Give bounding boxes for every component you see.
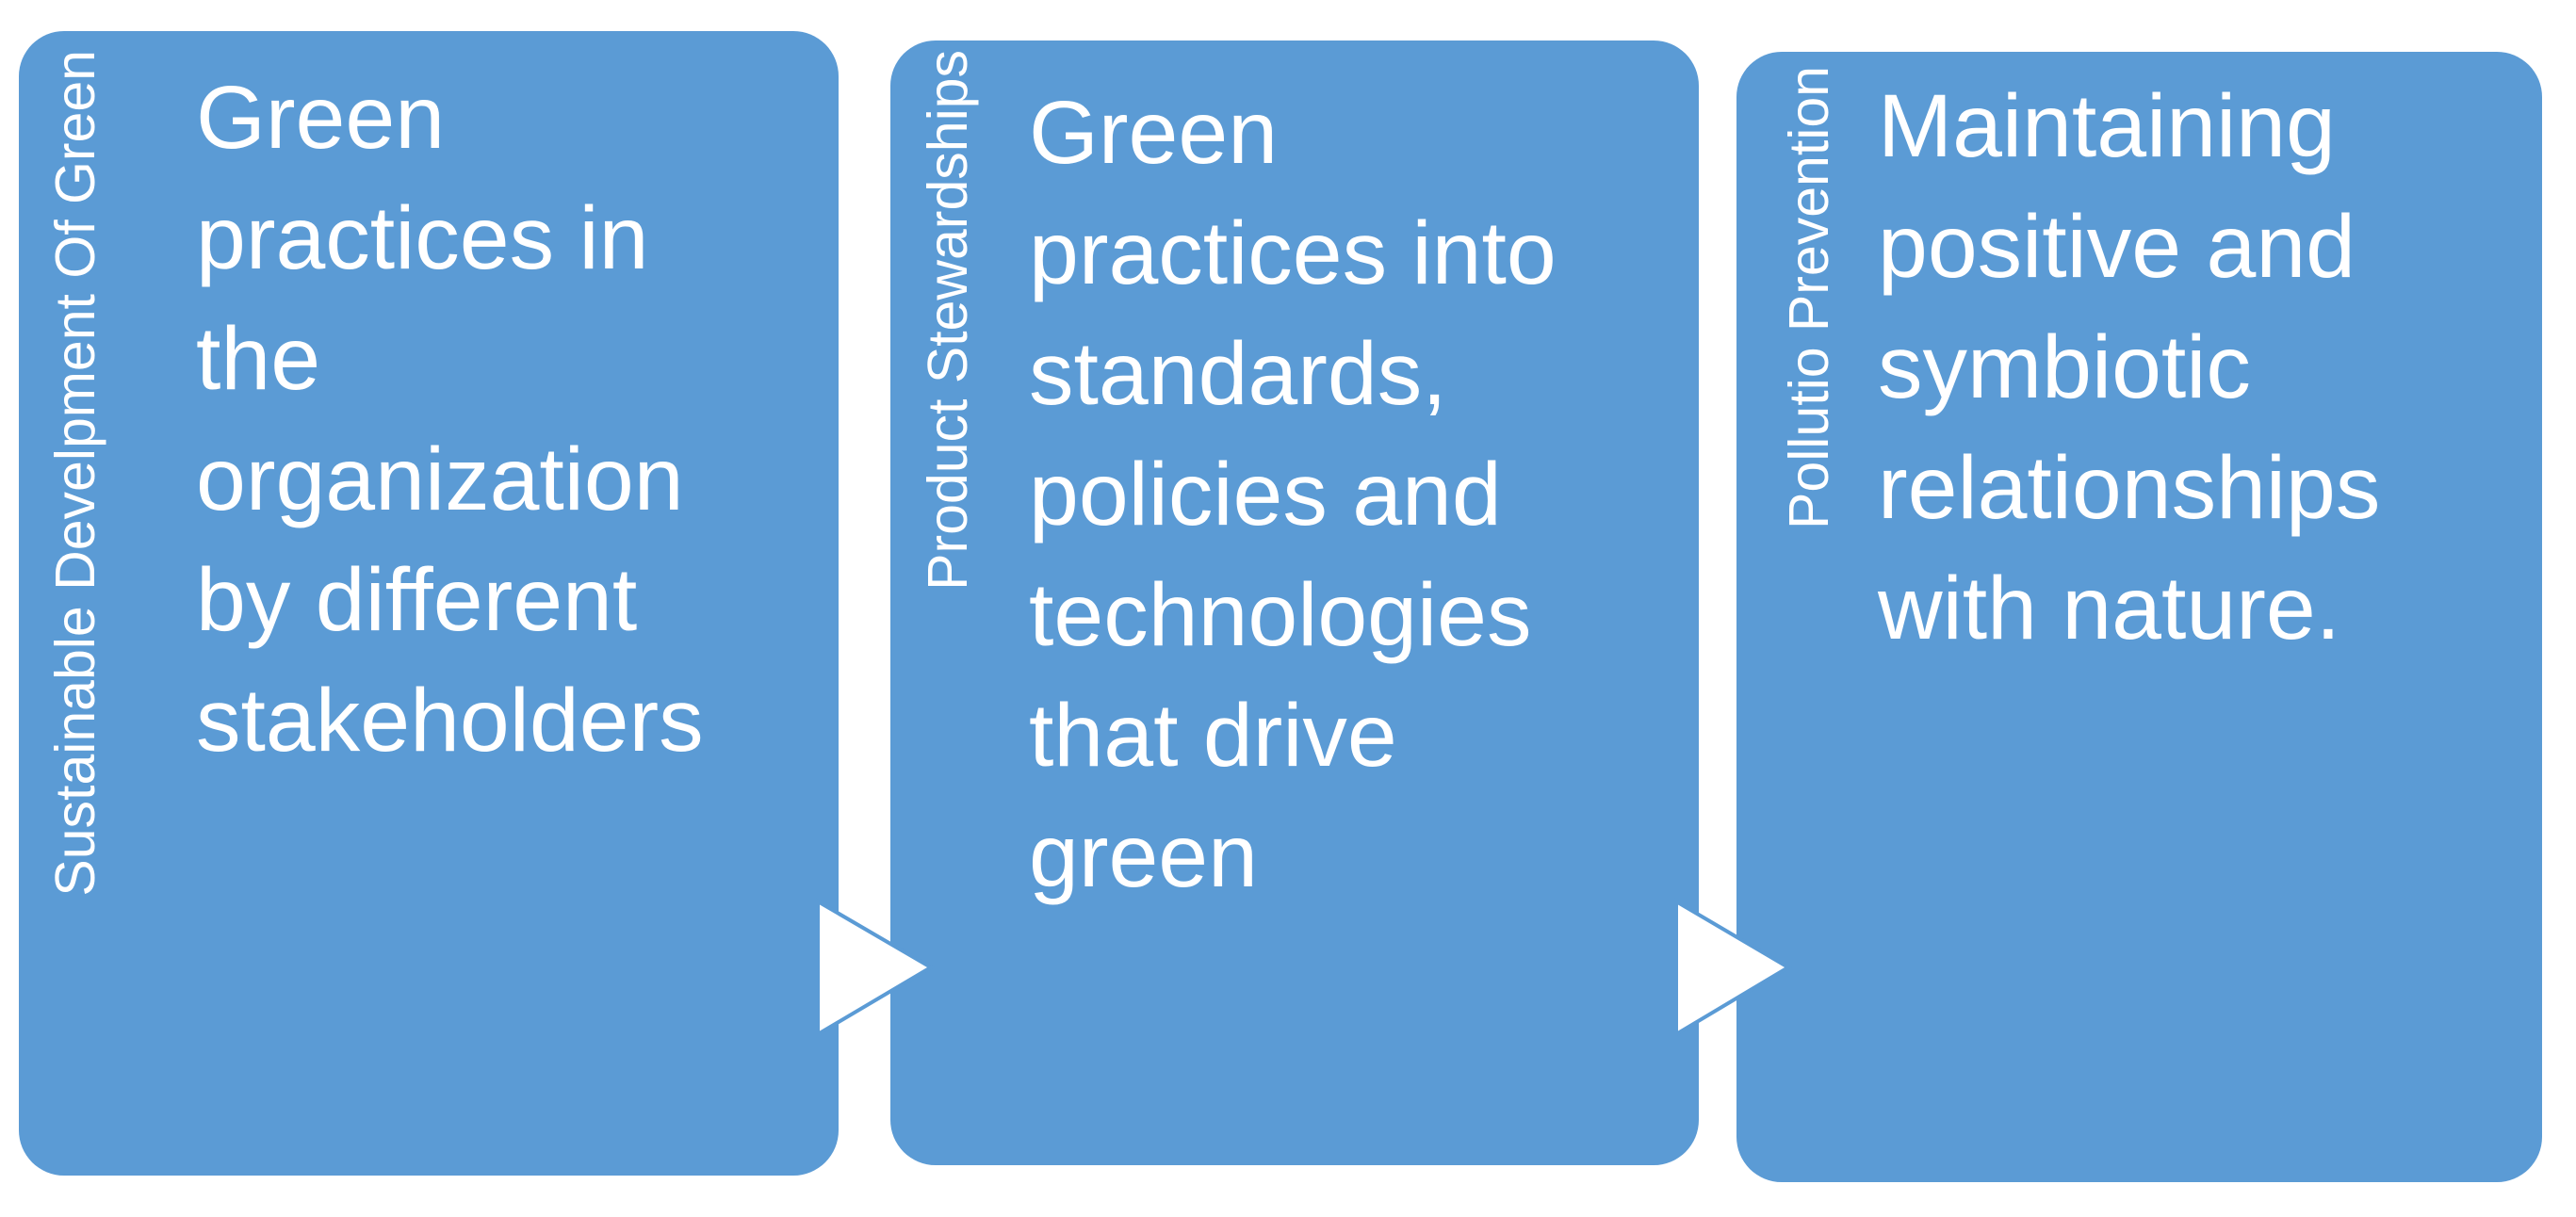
process-step-1: Sustainable Develpment Of Green Green pr… xyxy=(19,31,839,1176)
step-1-vertical-label: Sustainable Develpment Of Green xyxy=(44,50,106,897)
flow-arrow-icon xyxy=(816,898,935,1038)
flow-arrow-icon xyxy=(1674,898,1792,1038)
process-step-3: Pollutio Prevention Maintaining positive… xyxy=(1736,52,2542,1182)
step-2-description: Green practices into standards, policies… xyxy=(1029,83,1557,906)
flow-arrow-triangle xyxy=(1674,898,1792,1038)
flow-arrow-triangle xyxy=(816,898,935,1038)
step-3-description: Maintaining positive and symbiotic relat… xyxy=(1878,76,2381,658)
step-1-description: Green practices in the organization by d… xyxy=(196,68,704,771)
process-step-2: Product Stewardships Green practices int… xyxy=(890,41,1699,1165)
